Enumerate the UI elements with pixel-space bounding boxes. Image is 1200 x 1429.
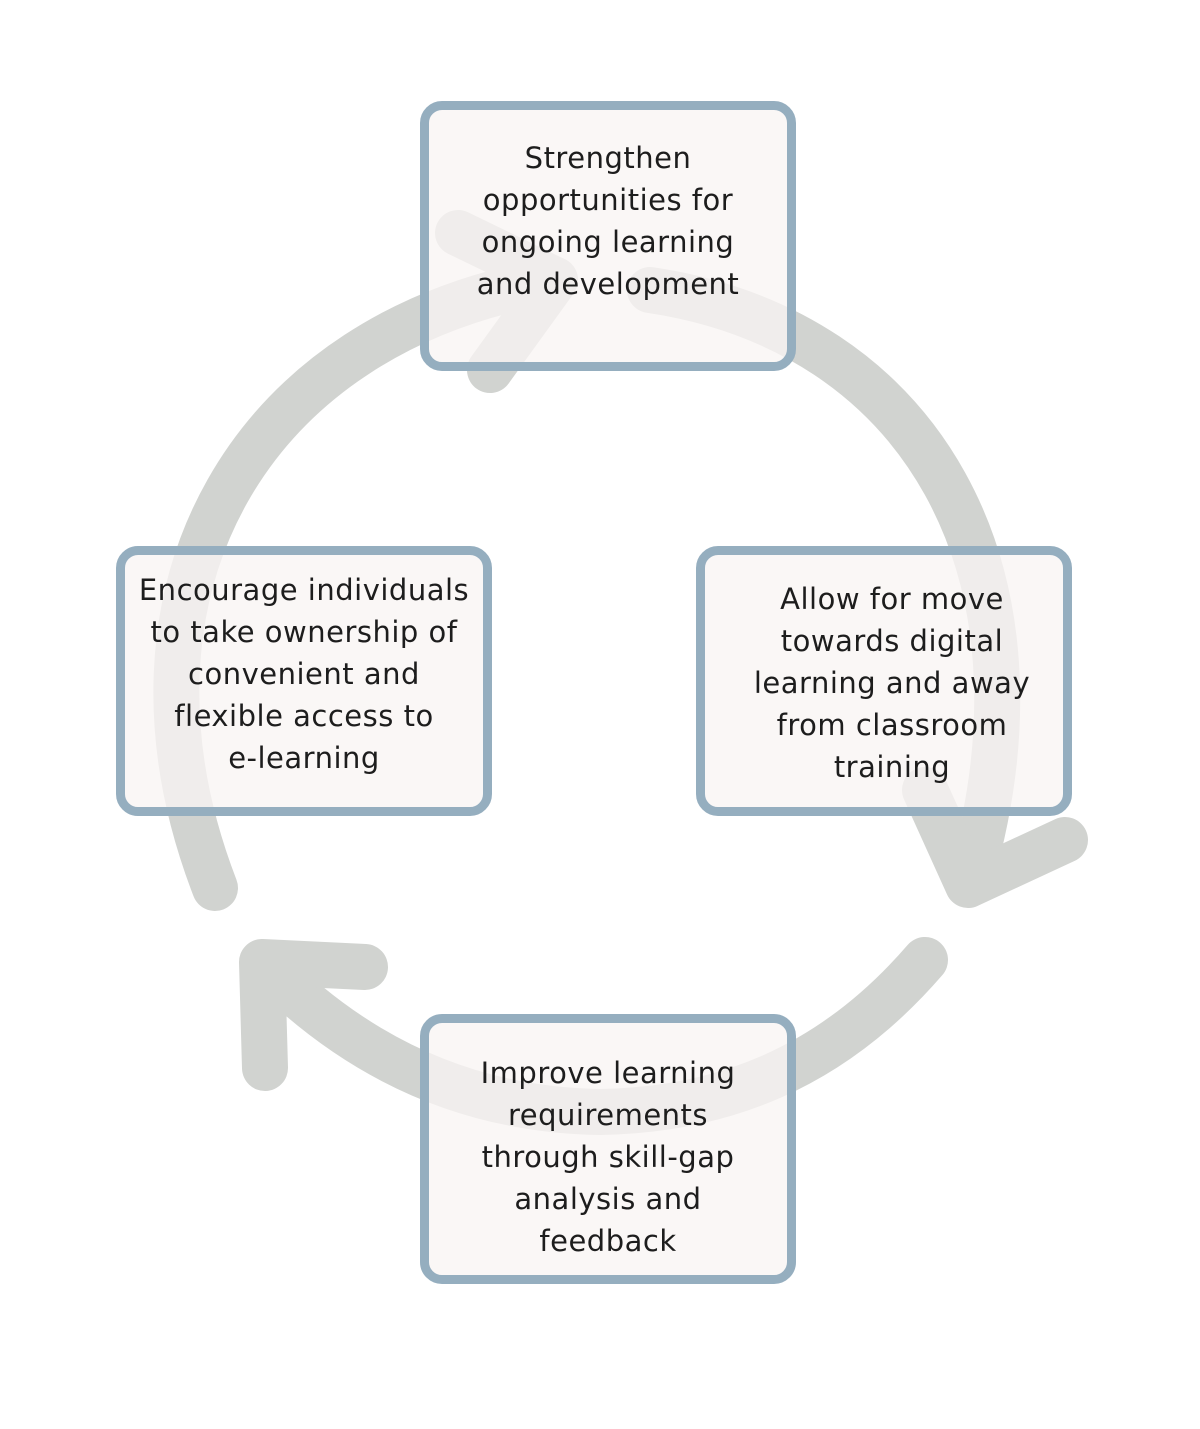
step-text-right: Allow for move towards digital learning … (753, 582, 1031, 784)
step-box-top: Strengthen opportunities for ongoing lea… (420, 101, 796, 371)
step-box-left: Encourage individuals to take ownership … (116, 546, 492, 816)
step-box-right: Allow for move towards digital learning … (696, 546, 1072, 816)
step-text-top: Strengthen opportunities for ongoing lea… (476, 141, 740, 301)
step-text-left: Encourage individuals to take ownership … (138, 573, 470, 775)
step-text-bottom: Improve learning requirements through sk… (480, 1056, 736, 1258)
step-box-bottom: Improve learning requirements through sk… (420, 1014, 796, 1284)
arrow-top-to-right-head (902, 767, 1088, 908)
arrow-bottom-to-left-head (239, 939, 388, 1091)
